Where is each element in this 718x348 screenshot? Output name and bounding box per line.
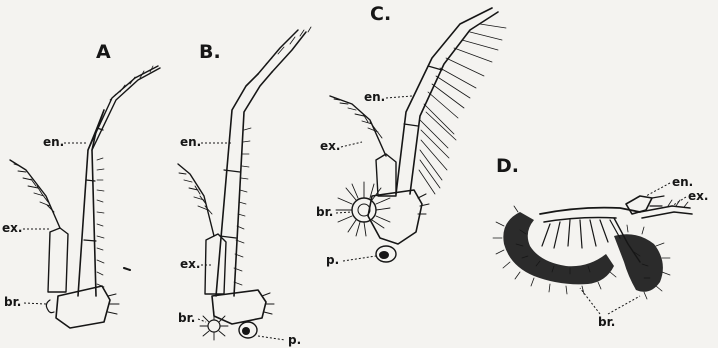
exopodite-b <box>178 164 226 294</box>
leader-c-br <box>336 212 352 213</box>
label-a-ex: ex. <box>2 221 22 235</box>
label-c-br: br. <box>316 205 333 219</box>
gill-lamellae-d <box>493 206 670 299</box>
label-c-ex: ex. <box>320 139 340 153</box>
leader-c-en <box>386 96 412 98</box>
label-a-br: br. <box>4 295 21 309</box>
panel-d: D. en. ex. br. <box>493 155 708 329</box>
endopodite-b <box>216 27 311 296</box>
protopodite-c <box>368 190 429 244</box>
label-b-p: p. <box>288 333 301 347</box>
leader-d-br <box>580 288 640 314</box>
protopodite-b <box>212 290 274 324</box>
panel-a-label: A <box>96 41 111 63</box>
podobranch-b <box>239 322 257 338</box>
leader-c-p <box>343 256 376 261</box>
label-b-br: br. <box>178 311 195 325</box>
label-b-ex: ex. <box>180 257 200 271</box>
leader-d-ex <box>672 197 686 206</box>
branchia-b <box>200 312 228 340</box>
leader-d-en <box>646 183 670 196</box>
exopodite-d <box>640 200 692 218</box>
panel-c-label: C. <box>370 3 391 25</box>
leader-b-br <box>198 319 206 322</box>
leader-a-br <box>24 303 46 304</box>
label-c-en: en. <box>364 90 385 104</box>
panel-a: A en. ex. br. <box>2 41 160 328</box>
endopodite-a <box>78 66 160 296</box>
label-c-p: p. <box>326 253 339 267</box>
label-d-en: en. <box>672 175 693 189</box>
panel-c: C. en. ex. br. <box>316 3 506 267</box>
label-d-ex: ex. <box>688 189 708 203</box>
endopodite-c <box>396 8 506 194</box>
label-d-br: br. <box>598 315 615 329</box>
label-b-en: en. <box>180 135 201 149</box>
panel-d-label: D. <box>496 155 519 177</box>
panel-b: B. en. ex. <box>178 27 311 347</box>
leader-c-ex <box>341 142 362 147</box>
branchia-c <box>336 182 390 236</box>
panel-b-label: B. <box>199 41 221 63</box>
branchia-a <box>46 300 54 313</box>
podobranch-c <box>376 246 396 262</box>
leader-b-p <box>258 336 285 340</box>
label-a-en: en. <box>43 135 64 149</box>
